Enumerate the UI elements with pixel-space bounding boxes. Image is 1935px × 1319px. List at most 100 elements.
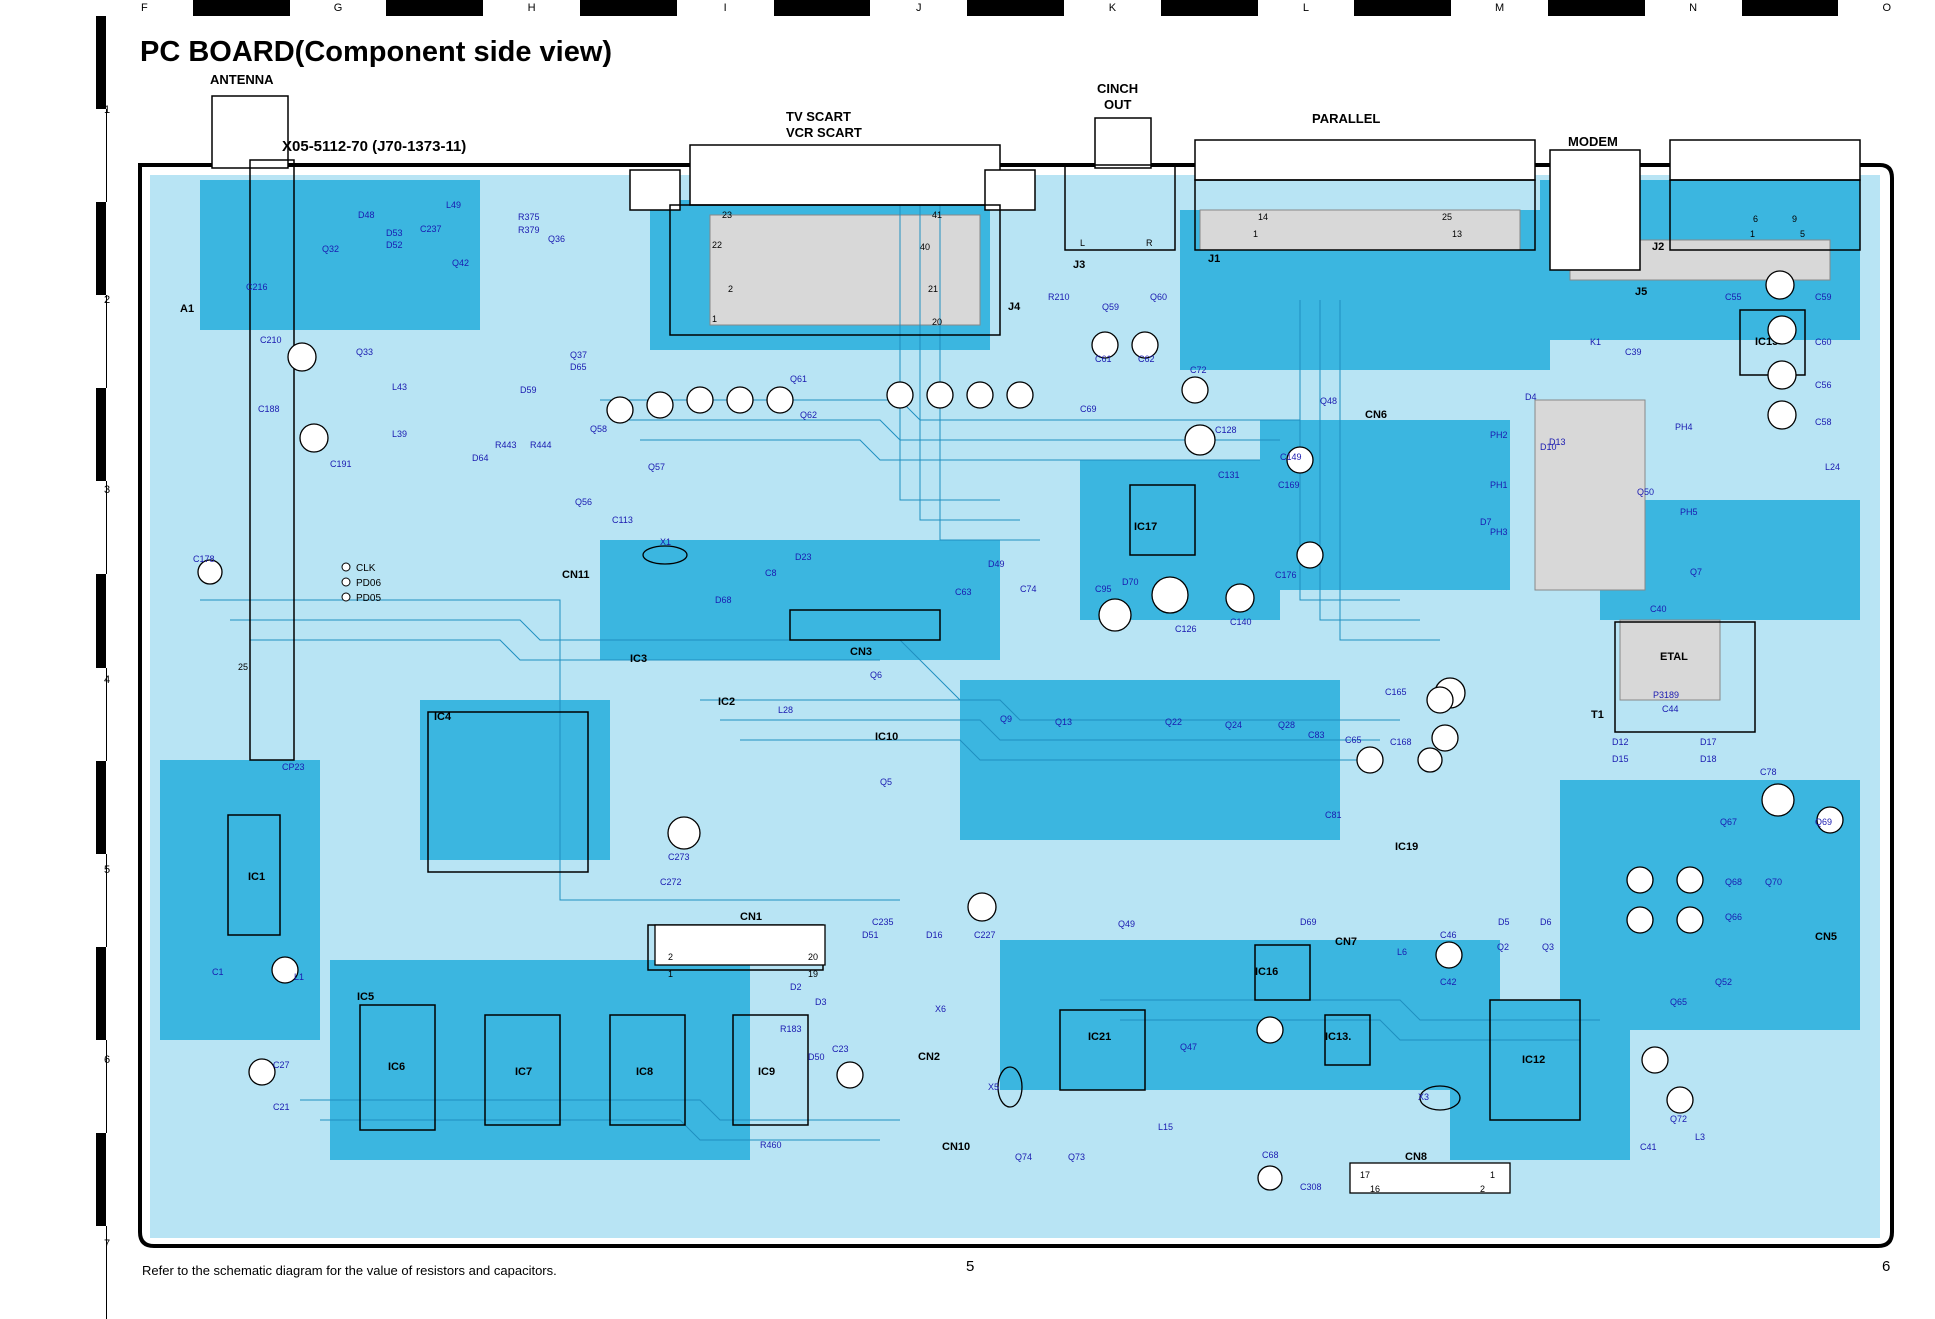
label-c168: C168 xyxy=(1390,737,1412,747)
label-k1: K1 xyxy=(1590,337,1601,347)
label-q73: Q73 xyxy=(1068,1152,1085,1162)
label-ph4: PH4 xyxy=(1675,422,1693,432)
label-q74: Q74 xyxy=(1015,1152,1032,1162)
label-l49: L49 xyxy=(446,200,461,210)
label-r460: R460 xyxy=(760,1140,782,1150)
svg-text:14: 14 xyxy=(1258,212,1268,222)
label-c40: C40 xyxy=(1650,604,1667,614)
label-x5: X5 xyxy=(988,1082,999,1092)
label-q57: Q57 xyxy=(648,462,665,472)
row-label: 2 xyxy=(104,294,111,306)
crystal-x1 xyxy=(642,545,688,565)
ic-label-ic4: IC4 xyxy=(434,711,452,723)
label-q3: Q3 xyxy=(1542,942,1554,952)
label-q36: Q36 xyxy=(548,234,565,244)
column-label: M xyxy=(1494,2,1505,14)
label-c176: C176 xyxy=(1275,570,1297,580)
label-c62: C62 xyxy=(1138,354,1155,364)
label-l28: L28 xyxy=(778,705,793,715)
label-c178: C178 xyxy=(193,554,215,564)
label-d69: D69 xyxy=(1300,917,1317,927)
label-c235: C235 xyxy=(872,917,894,927)
ic-label-j4: J4 xyxy=(1008,301,1021,313)
label-d10: D10 xyxy=(1540,442,1557,452)
tv-scart-label: TV SCART xyxy=(786,109,851,124)
antenna-label: ANTENNA xyxy=(210,72,274,87)
parallel-connector xyxy=(1194,139,1536,181)
label-q67: Q67 xyxy=(1720,817,1737,827)
label-d16: D16 xyxy=(926,930,943,940)
column-label: J xyxy=(773,0,871,16)
ic-footprints xyxy=(227,309,1806,1131)
label-q69: Q69 xyxy=(1815,817,1832,827)
label-q49: Q49 xyxy=(1118,919,1135,929)
scart-footprint xyxy=(669,204,1001,336)
label-c216: C216 xyxy=(246,282,268,292)
row-segment xyxy=(96,574,106,668)
row-segment xyxy=(96,760,106,854)
scart-connector-shell xyxy=(689,144,1001,206)
label-q61: Q61 xyxy=(790,374,807,384)
row-segment xyxy=(96,295,107,389)
board-code: X05-5112-70 (J70-1373-11) xyxy=(282,138,467,155)
label-c188: C188 xyxy=(258,404,280,414)
svg-text:17: 17 xyxy=(1360,1170,1370,1180)
svg-text:19: 19 xyxy=(808,969,818,979)
label-cp23: CP23 xyxy=(282,762,305,772)
label-d6: D6 xyxy=(1540,917,1552,927)
label-c68: C68 xyxy=(1262,1150,1279,1160)
trace-layer xyxy=(200,200,1600,1141)
svg-text:41: 41 xyxy=(932,210,942,220)
label-c1: C1 xyxy=(212,967,224,977)
svg-text:23: 23 xyxy=(722,210,732,220)
row-label: 3 xyxy=(104,484,111,496)
column-label: I xyxy=(579,0,677,16)
ic-label-ic11: IC19 xyxy=(1395,841,1418,853)
transformer-body xyxy=(1614,621,1756,733)
svg-text:20: 20 xyxy=(932,317,942,327)
label-q32: Q32 xyxy=(322,244,339,254)
ic-label-cn10: CN10 xyxy=(942,1141,970,1153)
label-d49: D49 xyxy=(988,559,1005,569)
ic-label-ic21: IC21 xyxy=(1088,1031,1111,1043)
test-point-label: PD06 xyxy=(356,578,381,589)
label-r375: R375 xyxy=(518,212,540,222)
label-c41: C41 xyxy=(1640,1142,1657,1152)
row-ruler xyxy=(96,16,107,1319)
label-l43: L43 xyxy=(392,382,407,392)
label-c78: C78 xyxy=(1760,767,1777,777)
antenna-connector xyxy=(211,95,289,169)
column-label: L xyxy=(1160,0,1258,16)
label-c65: C65 xyxy=(1345,735,1362,745)
column-label: O xyxy=(1741,0,1839,16)
antenna-module-body xyxy=(249,159,295,761)
label-q65: Q65 xyxy=(1670,997,1687,1007)
column-label: K xyxy=(967,0,1064,16)
column-label: N xyxy=(1547,0,1645,16)
vcr-scart-label: VCR SCART xyxy=(786,125,862,140)
label-c69: C69 xyxy=(1080,404,1097,414)
label-q52: Q52 xyxy=(1715,977,1732,987)
crystal-x5 xyxy=(997,1066,1023,1108)
label-c131: C131 xyxy=(1218,470,1240,480)
label-ph2: PH2 xyxy=(1490,430,1508,440)
svg-text:25: 25 xyxy=(1442,212,1452,222)
ic-label-ic8: IC8 xyxy=(636,1066,653,1078)
ic-label-cn2: CN2 xyxy=(918,1051,940,1063)
row-segment xyxy=(96,1039,107,1133)
svg-text:21: 21 xyxy=(928,284,938,294)
label-c23: C23 xyxy=(832,1044,849,1054)
row-label: 6 xyxy=(104,1054,111,1066)
label-c27: C27 xyxy=(273,1060,290,1070)
label-c39: C39 xyxy=(1625,347,1642,357)
row-label: 1 xyxy=(104,104,111,116)
svg-text:25: 25 xyxy=(238,662,248,672)
label-q58: Q58 xyxy=(590,424,607,434)
label-x3: X3 xyxy=(1418,1092,1429,1102)
label-d23: D23 xyxy=(795,552,812,562)
label-d4: D4 xyxy=(1525,392,1537,402)
label-d5: D5 xyxy=(1498,917,1510,927)
label-q56: Q56 xyxy=(575,497,592,507)
